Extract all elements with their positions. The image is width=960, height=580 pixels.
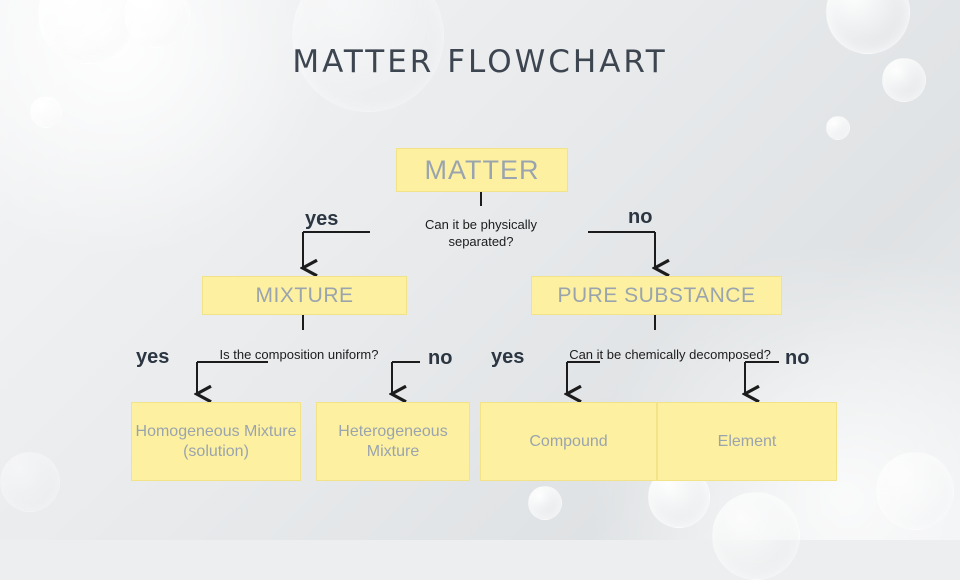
branch-label-yes-2: yes	[136, 346, 170, 368]
branch-label-yes-3: yes	[491, 346, 525, 368]
decorative-bubble	[30, 96, 62, 128]
branch-label-yes-1: yes	[305, 208, 339, 230]
node-compound[interactable]: Compound	[480, 402, 657, 481]
question-composition-uniform: Is the composition uniform?	[219, 347, 379, 362]
node-heterogeneous-mixture[interactable]: Heterogeneous Mixture	[316, 402, 470, 481]
node-element[interactable]: Element	[657, 402, 837, 481]
question-physical-separation: Can it be physically separated?	[425, 217, 537, 249]
decorative-bubble	[528, 486, 562, 520]
node-homogeneous-mixture[interactable]: Homogeneous Mixture (solution)	[131, 402, 301, 481]
decorative-bubble	[0, 452, 60, 512]
decorative-bubble	[876, 452, 954, 530]
question-chemical-decomposition: Can it be chemically decomposed?	[569, 347, 771, 362]
node-pure-substance[interactable]: PURE SUBSTANCE	[531, 276, 782, 315]
decorative-bubble	[826, 116, 850, 140]
node-matter[interactable]: MATTER	[396, 148, 568, 192]
branch-label-no-2: no	[428, 347, 453, 369]
flowchart-connectors	[0, 191, 779, 540]
page-title: MATTER FLOWCHART	[292, 44, 668, 80]
branch-label-no-1: no	[628, 206, 653, 228]
node-mixture[interactable]: MIXTURE	[202, 276, 407, 315]
branch-label-no-3: no	[785, 347, 810, 369]
decorative-bubble	[882, 58, 926, 102]
